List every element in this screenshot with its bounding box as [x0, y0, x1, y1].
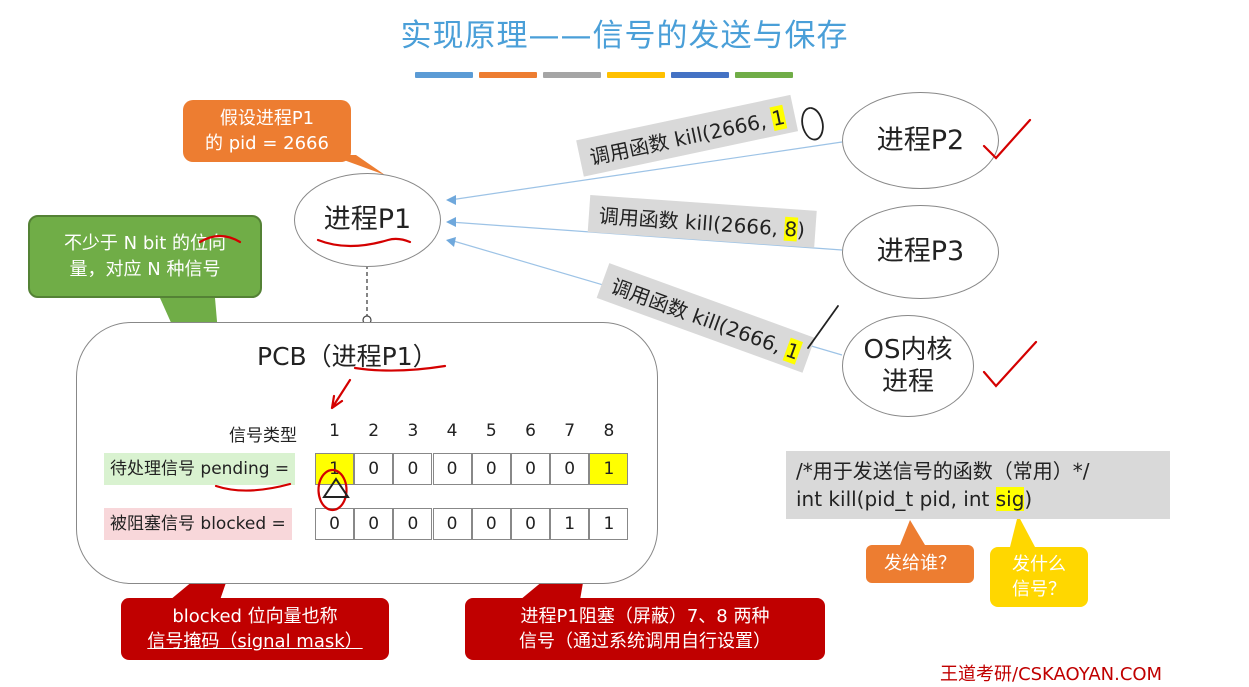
- code-signature-suffix: ): [1024, 487, 1033, 511]
- blocked-mask-callout-line1: blocked 位向量也称: [172, 605, 338, 627]
- os-kernel-label-1: OS内核: [863, 334, 953, 365]
- blocked-bit-7: 1: [550, 508, 590, 540]
- who-callout: 发给谁？: [866, 545, 974, 583]
- what-callout: 发什么 信号？: [990, 547, 1088, 607]
- signal-number-1: 1: [329, 421, 340, 441]
- pending-bit-3: 0: [393, 453, 433, 485]
- what-callout-line1: 发什么: [1012, 553, 1066, 575]
- color-bar-4: [607, 72, 665, 78]
- p1-block-callout-line1: 进程P1阻塞（屏蔽）7、8 两种: [520, 605, 770, 627]
- blocked-mask-callout: blocked 位向量也称 信号掩码（signal mask）: [121, 598, 389, 660]
- code-signature: int kill(pid_t pid, int sig): [796, 485, 1160, 513]
- pending-bit-2: 0: [354, 453, 394, 485]
- blocked-mask-callout-line2: 信号掩码（signal mask）: [147, 631, 363, 652]
- p1-block-callout: 进程P1阻塞（屏蔽）7、8 两种 信号（通过系统调用自行设置）: [465, 598, 825, 660]
- blocked-label: 被阻塞信号 blocked =: [104, 508, 292, 540]
- signal-number-4: 4: [446, 421, 458, 441]
- checkmark-p2: [982, 118, 1032, 160]
- blocked-bit-5: 0: [471, 508, 511, 540]
- pending-bit-6: 0: [511, 453, 550, 485]
- triangle-marker: [322, 477, 350, 498]
- kill-function-code: /*用于发送信号的函数（常用）*/ int kill(pid_t pid, in…: [786, 451, 1170, 519]
- process-p3-node: 进程P3: [842, 205, 999, 299]
- checkmark-os: [982, 340, 1038, 388]
- code-comment: /*用于发送信号的函数（常用）*/: [796, 459, 1090, 483]
- pid-callout: 假设进程P1 的 pid = 2666: [183, 100, 351, 162]
- footer-brand: 王道考研/CSKAOYAN.COM: [940, 664, 1163, 685]
- pending-bit-8: 1: [589, 453, 629, 485]
- signal-number-3: 3: [407, 421, 419, 441]
- color-bar-3: [543, 72, 601, 78]
- underline-bitvec: [198, 234, 242, 244]
- signal-number-8: 8: [603, 421, 615, 441]
- underline-pending: [214, 482, 292, 492]
- circle-kill-sig-1: [801, 107, 824, 141]
- underline-pcb: [353, 364, 447, 372]
- pending-bit-5: 0: [471, 453, 511, 485]
- arrow-signal-1: [330, 378, 352, 410]
- blocked-bit-6: 0: [511, 508, 550, 540]
- process-p3-label: 进程P3: [876, 236, 965, 268]
- strike-kill-sig-3: [807, 305, 839, 349]
- pending-bit-7: 0: [550, 453, 590, 485]
- code-signature-prefix: int kill(pid_t pid, int: [796, 487, 996, 511]
- color-bar-5: [671, 72, 729, 78]
- bit-vector-callout-line1: 不少于 N bit 的位向: [63, 233, 227, 255]
- process-p1-node: 进程P1: [294, 173, 441, 267]
- signal-type-label: 信号类型: [229, 426, 297, 446]
- process-p2-node: 进程P2: [842, 92, 999, 189]
- bit-vector-callout: 不少于 N bit 的位向 量，对应 N 种信号: [28, 215, 262, 298]
- pid-callout-line2: 的 pid = 2666: [205, 133, 329, 154]
- pending-label: 待处理信号 pending =: [104, 453, 296, 485]
- pcb-title: PCB（进程P1）: [257, 342, 438, 371]
- signal-number-5: 5: [485, 421, 497, 441]
- p1-block-callout-line2: 信号（通过系统调用自行设置）: [519, 631, 771, 652]
- blocked-bit-2: 0: [354, 508, 394, 540]
- process-p1-label: 进程P1: [323, 204, 412, 236]
- slide-title: 实现原理——信号的发送与保存: [400, 18, 849, 54]
- color-bar-2: [479, 72, 537, 78]
- signal-number-7: 7: [564, 421, 576, 441]
- circle-pending-1: [317, 468, 348, 512]
- color-bar-6: [735, 72, 793, 78]
- os-kernel-node: OS内核 进程: [842, 315, 974, 417]
- os-kernel-label-2: 进程: [881, 367, 934, 397]
- pending-bit-4: 0: [432, 453, 472, 485]
- blocked-bit-4: 0: [432, 508, 472, 540]
- blocked-bit-8: 1: [589, 508, 629, 540]
- signal-number-2: 2: [368, 421, 380, 441]
- who-callout-text: 发给谁？: [884, 553, 956, 575]
- blocked-bit-3: 0: [393, 508, 433, 540]
- pid-callout-line1: 假设进程P1: [219, 107, 315, 129]
- code-signature-sig: sig: [995, 487, 1025, 511]
- color-bar-1: [415, 72, 473, 78]
- underline-p1: [316, 237, 412, 248]
- bit-vector-callout-line2: 量，对应 N 种信号: [69, 258, 221, 280]
- blocked-bit-1: 0: [315, 508, 354, 540]
- signal-number-6: 6: [525, 421, 536, 441]
- process-p2-label: 进程P2: [876, 124, 965, 156]
- what-callout-line2: 信号？: [1012, 579, 1066, 600]
